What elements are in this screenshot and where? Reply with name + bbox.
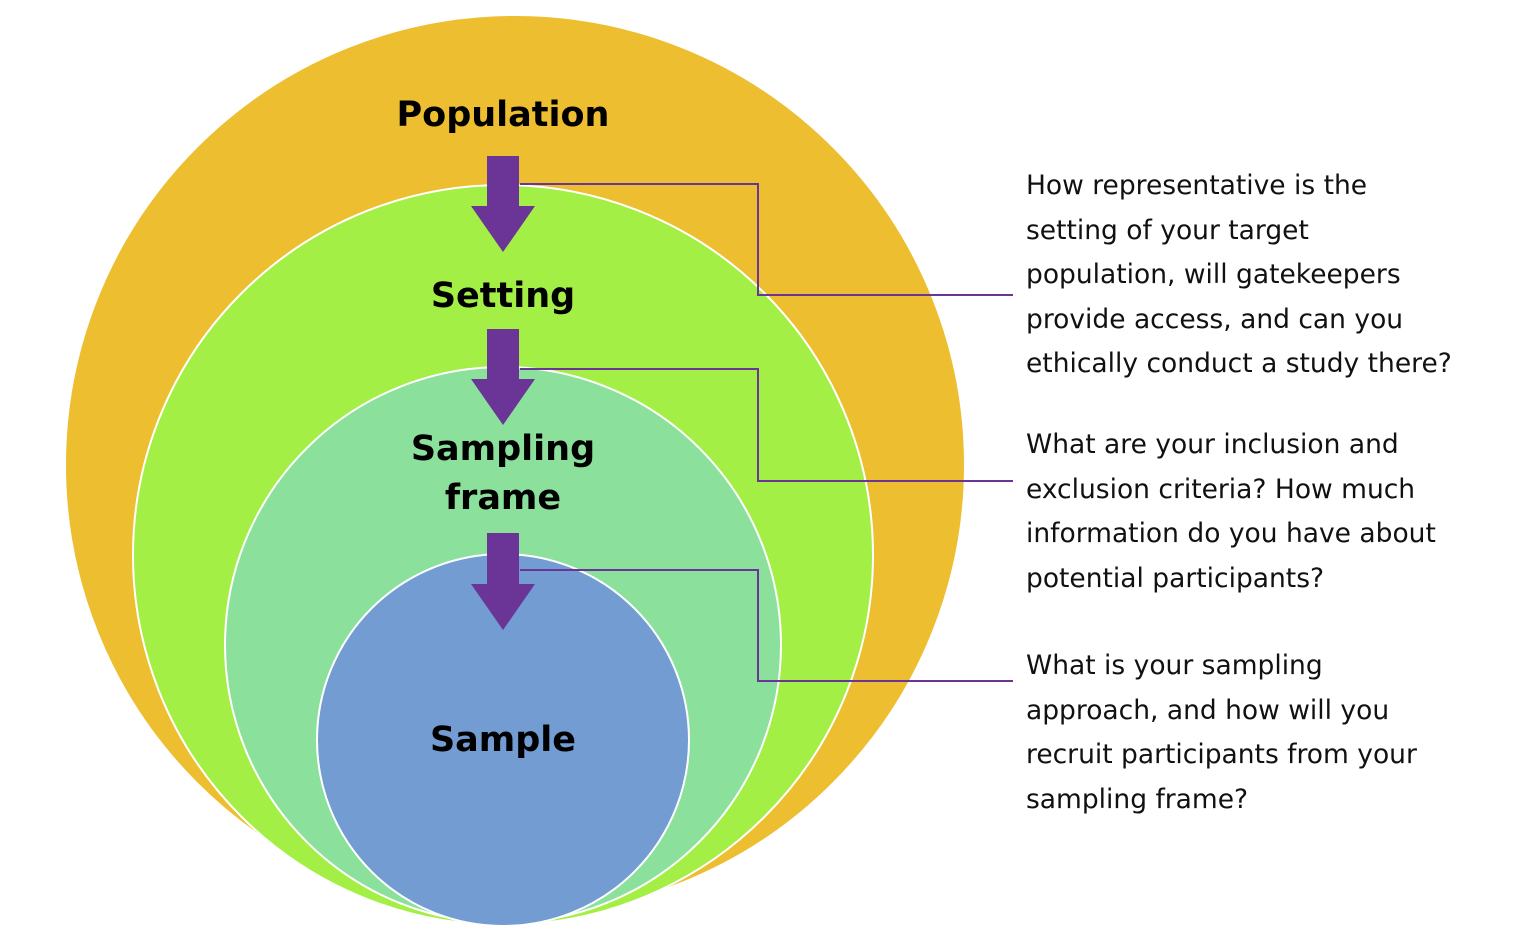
sample-label: Sample: [430, 720, 576, 760]
question-sample: What is your sampling approach, and how …: [1026, 644, 1417, 822]
connector-sampling-frame: [520, 368, 1013, 482]
sampling-frame-label-line2: frame: [445, 478, 561, 518]
question-line: setting of your target: [1026, 214, 1309, 246]
connector-sample: [520, 569, 1013, 682]
question-line: How representative is the: [1026, 170, 1368, 201]
population-label: Population: [397, 95, 610, 135]
question-line: population, will gatekeepers: [1026, 259, 1401, 290]
question-line: What are your inclusion and: [1026, 429, 1399, 460]
question-setting: How representative is the setting of you…: [1026, 164, 1452, 387]
question-line: sampling frame?: [1026, 783, 1249, 815]
arrow-setting-to-sampling-frame: [471, 329, 535, 425]
connector-setting: [520, 183, 1013, 296]
question-line: information do you have about: [1026, 518, 1436, 549]
sampling-frame-label-line1: Sampling: [411, 429, 595, 469]
question-line: recruit participants from your: [1026, 739, 1417, 770]
question-line: exclusion criteria? How much: [1026, 473, 1416, 505]
arrow-sampling-frame-to-sample: [471, 533, 535, 630]
question-line: provide access, and can you: [1026, 303, 1404, 335]
question-line: What is your sampling: [1026, 650, 1323, 681]
question-sampling-frame: What are your inclusion and exclusion cr…: [1026, 423, 1436, 601]
setting-label: Setting: [431, 276, 575, 316]
question-line: approach, and how will you: [1026, 694, 1390, 726]
question-line: potential participants?: [1026, 562, 1325, 594]
arrow-population-to-setting: [471, 156, 535, 252]
question-line: ethically conduct a study there?: [1026, 348, 1452, 379]
